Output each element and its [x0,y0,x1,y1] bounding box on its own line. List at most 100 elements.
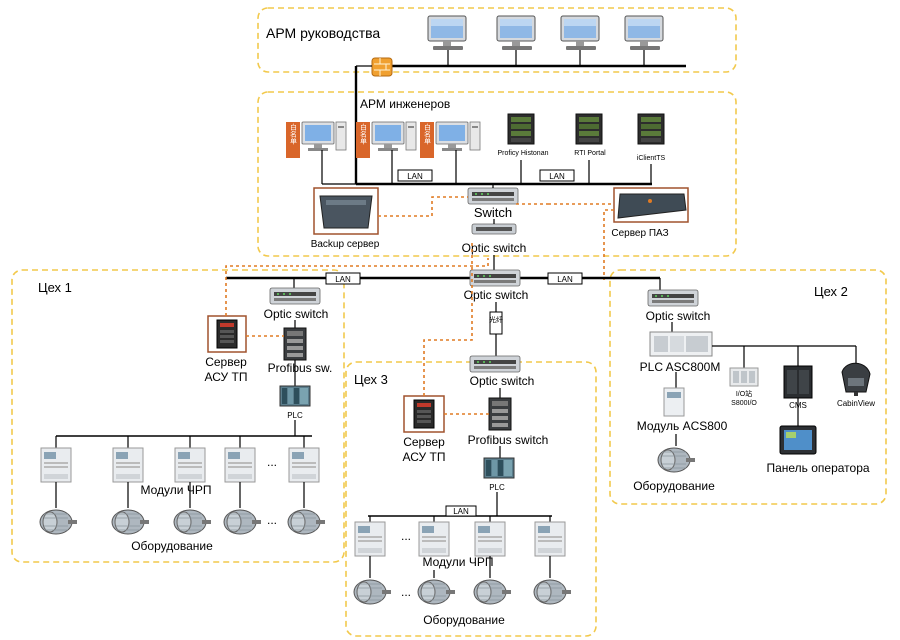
paz-server-frame [613,187,689,223]
motor-icon [353,579,392,605]
cabinet-icon [783,365,813,399]
shop2-io-label: I/O站 [736,389,752,398]
motor-icon [473,579,512,605]
workstation-2: 白名单 [356,121,417,158]
ellipsis: ... [401,585,411,599]
zone-management [257,7,737,73]
plc-icon [649,331,713,357]
shop3-drives-label: Модули ЧРП [423,555,494,569]
shop2-io-label: S800I/O [731,400,757,407]
svg-text:白名单: 白名单 [290,123,298,146]
svg-text:白名单: 白名单 [424,123,432,146]
shop1-server-label: Сервер [205,355,247,369]
motor-icon [111,509,150,535]
drive-module-icon [288,447,320,483]
backup-server-frame [313,187,379,235]
shop1-server-frame [207,315,247,353]
switch-icon [469,355,521,373]
shop1-motors [39,482,326,535]
shop2-module-label: Модуль ACS800 [637,419,728,433]
shop3-equipment-label: Оборудование [423,613,505,627]
zone-shop1 [11,269,345,563]
server-label: iClientTS [637,155,666,162]
shop2-plc-label: PLC ASC800M [640,360,721,374]
shop3-server-label: АСУ ТП [403,450,446,464]
svg-text:白名单: 白名单 [360,123,368,146]
touch-panel-icon [779,425,817,455]
plc-icon [483,457,515,479]
workstation-3: 白名单 [420,121,481,158]
management-title: АРМ руководства [266,25,380,41]
paz-server-icon [617,193,687,219]
rack-server-icon [216,319,238,349]
monitor-icon [496,15,536,51]
shop2-title: Цех 2 [814,284,848,299]
shop1-profibus-label: Profibus sw. [268,361,333,375]
workstation-1: 白名单 [286,121,347,158]
drive-module-icon [663,387,685,417]
backup-server-icon [319,195,373,229]
motor-icon [39,509,78,535]
shop2-equipment-label: Оборудование [633,479,715,493]
switch-icon [269,287,321,305]
ellipsis: ... [267,513,277,527]
shop1-drives-label: Модули ЧРП [141,483,212,497]
rack-server-icon [507,113,535,145]
switch-label: Switch [474,205,512,220]
shop1-drives [40,436,320,483]
drive-module-icon [174,447,206,483]
shop1-equipment-label: Оборудование [131,539,213,553]
optic-switch-icon [471,223,517,235]
switch-icon [469,269,521,287]
shop3-drives [354,516,566,557]
engineers-title: АРМ инженеров [360,97,450,111]
drive-module-icon [112,447,144,483]
drive-module-icon [534,521,566,557]
shop3-optic-switch-label: Optic switch [470,374,535,388]
optic-switch-label: Optic switch [462,241,527,255]
monitor-icon [560,15,600,51]
shop2-panel-label: Панель оператора [766,461,869,475]
motor-icon [173,509,212,535]
joystick-chair-icon [841,362,871,396]
shop3-title: Цех 3 [354,372,388,387]
shop3-server-label: Сервер [403,435,445,449]
drive-module-icon [474,521,506,557]
shop1-plc-label: PLC [287,411,303,420]
plc-icon [279,385,311,407]
switch-icon [467,187,519,205]
paz-server-label: Сервер ПАЗ [611,228,668,239]
switch-icon [647,289,699,307]
ellipsis: ... [401,529,411,543]
rack-server-icon [575,113,603,145]
lan-label: LAN [557,275,573,284]
shop3-profibus-label: Profibus switch [468,433,549,447]
motor-icon [533,579,572,605]
io-module-icon [729,367,759,387]
profibus-switch-icon [283,327,307,361]
drive-module-icon [418,521,450,557]
fiber-label: 光纤 [489,315,503,324]
drive-module-icon [40,447,72,483]
shop1-optic-switch-label: Optic switch [264,307,329,321]
profibus-switch-icon [488,397,512,431]
drive-module-icon [354,521,386,557]
drive-module-icon [224,447,256,483]
firewall-icon [371,57,393,77]
core-optic-switch-label: Optic switch [464,288,529,302]
lan-label: LAN [549,172,565,181]
lan-label: LAN [407,172,423,181]
shop1-title: Цех 1 [38,280,72,295]
zone-engineers [257,91,737,257]
shop2-optic-switch-label: Optic switch [646,309,711,323]
shop3-plc-label: PLC [489,483,505,492]
motor-icon [223,509,262,535]
shop1-server-label: АСУ ТП [205,370,248,384]
shop3-motors [353,556,572,605]
server-label: Proficy Histonan [498,150,549,157]
server-label: RTI Portal [574,150,606,157]
rack-server-icon [413,399,435,429]
shop3-lan-label: LAN [453,507,469,516]
motor-icon [287,509,326,535]
